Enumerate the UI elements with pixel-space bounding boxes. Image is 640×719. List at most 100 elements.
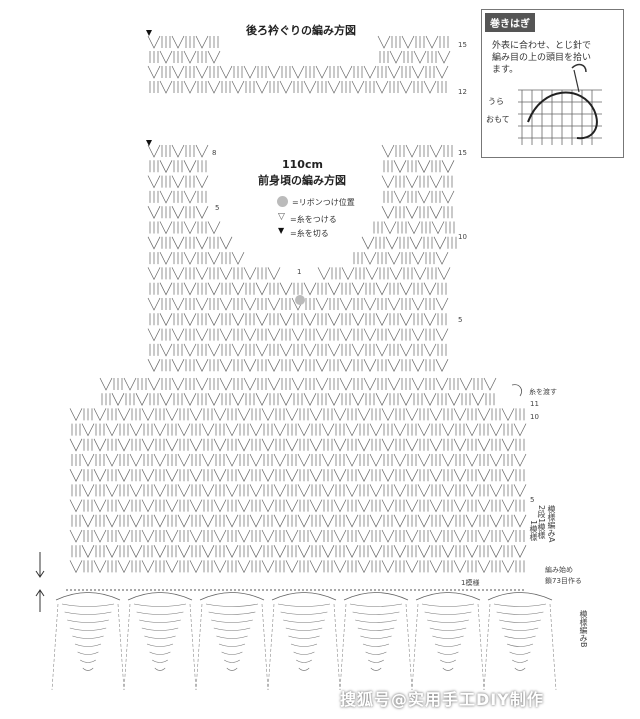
inset-line-3: ます。	[492, 65, 519, 75]
pineapple-stitch	[370, 667, 382, 671]
pineapple-stitch	[205, 603, 259, 607]
pineapple-stitch	[504, 635, 536, 639]
chain-73-label: 鎖73目作る	[545, 577, 582, 585]
stitch-row	[149, 313, 447, 327]
body-row-11: 11	[530, 400, 539, 408]
pineapple-stitch	[440, 659, 456, 663]
chain-line	[51, 603, 125, 691]
pineapple-stitch	[144, 635, 176, 639]
pineapple-stitch	[146, 643, 174, 647]
pineapple-stitch	[61, 603, 115, 607]
pineapple-stitch	[67, 619, 109, 623]
stitch-row	[71, 423, 527, 437]
pineapple-stitch	[357, 627, 395, 631]
pineapple-stitch	[501, 627, 539, 631]
pineapple-stitch	[496, 611, 544, 615]
pineapple-stitch	[208, 611, 256, 615]
repeat-1-pattern: 1模様	[529, 520, 538, 542]
pineapple-stitch	[509, 651, 531, 655]
stitch-row	[373, 221, 455, 235]
arch-stitch	[487, 592, 553, 601]
pattern-b-label: 模様編みB	[579, 610, 588, 648]
pineapple-stitch	[69, 627, 107, 631]
body-row-10: 10	[530, 413, 539, 421]
stitch-row	[381, 206, 453, 219]
pineapple-stitch	[360, 635, 392, 639]
stitch-row	[383, 190, 455, 204]
pineapple-stitch	[512, 659, 528, 663]
back-neck-stitch-grid	[147, 35, 451, 94]
pineapple-stitch	[298, 667, 310, 671]
stitch-row	[147, 328, 449, 342]
stitch-row	[101, 393, 495, 406]
pass-yarn-label: 糸を渡す	[529, 388, 557, 396]
arch-stitch	[343, 592, 409, 601]
stitch-row	[147, 144, 209, 158]
pineapple-stitch	[288, 635, 320, 639]
inset-omote-label: おもて	[486, 115, 510, 124]
cut-yarn-icon: ▼	[278, 226, 285, 235]
pineapple-stitch	[434, 643, 462, 647]
inset-line-1: 外表に合わせ、とじ針で	[492, 41, 592, 51]
chain-line	[339, 603, 413, 691]
stitch-row	[149, 50, 221, 64]
stitch-row	[149, 160, 207, 174]
pattern-a-label: 模様編みA	[547, 505, 556, 543]
pineapple-stitch	[442, 667, 454, 671]
pineapple-stitch	[283, 619, 325, 623]
pineapple-stitch	[349, 603, 403, 607]
ribbon-position-mark	[295, 295, 305, 305]
stitch-row	[149, 251, 245, 265]
pineapple-stitch	[133, 603, 187, 607]
back-row-15: 15	[458, 41, 467, 49]
pineapple-stitch	[72, 635, 104, 639]
stitch-row	[147, 206, 209, 219]
stitch-row	[381, 144, 453, 158]
chain-line	[123, 603, 197, 691]
stitch-row	[147, 236, 233, 250]
pineapple-stitch	[365, 651, 387, 655]
inset-line-2: 編み目の上の頭目を拾い	[492, 53, 592, 63]
front-right-row-10: 10	[458, 233, 467, 241]
stitch-row	[383, 160, 455, 174]
stitch-row	[69, 438, 525, 452]
pineapple-stitch	[432, 635, 464, 639]
repeat-2-rows: 2段1模様	[537, 505, 546, 540]
pineapple-stitch	[224, 659, 240, 663]
pineapple-stitch	[362, 643, 390, 647]
pineapple-stitch	[277, 603, 331, 607]
stitch-row	[69, 408, 525, 422]
chart-marks	[35, 30, 522, 612]
chain-line	[267, 603, 341, 691]
stitch-row	[149, 190, 207, 204]
pineapple-stitch	[355, 619, 397, 623]
stitch-row	[147, 35, 219, 49]
stitch-row	[361, 236, 457, 250]
front-size: 110cm	[282, 158, 323, 171]
pineapple-stitch	[221, 651, 243, 655]
stitch-row	[69, 469, 525, 482]
chain-line	[483, 603, 557, 691]
inset-description: 外表に合わせ、とじ針で 編み目の上の頭目を拾い ます。	[492, 40, 591, 76]
arch-stitch	[271, 592, 337, 601]
pineapple-stitch	[226, 667, 238, 671]
back-neck-title: 後ろ衿ぐりの編み方図	[246, 24, 356, 37]
chain-line	[411, 603, 485, 691]
pass-yarn-mark	[511, 384, 522, 397]
stitch-row	[99, 377, 497, 391]
pineapple-stitch	[427, 619, 469, 623]
pineapple-stitch	[368, 659, 384, 663]
front-left-row-5: 5	[215, 204, 220, 212]
front-right-row-15: 15	[458, 149, 467, 157]
stitch-row	[149, 282, 447, 296]
pineapple-stitch	[280, 611, 328, 615]
stitch-row	[69, 529, 525, 543]
front-center-row-1: 1	[297, 268, 302, 276]
body-stitch-grid	[69, 377, 527, 574]
arch-stitch	[199, 592, 265, 601]
pineapple-stitch	[285, 627, 323, 631]
pineapple-stitch	[136, 611, 184, 615]
pineapple-stitch	[290, 643, 318, 647]
ribbon-dot-icon	[277, 196, 288, 207]
